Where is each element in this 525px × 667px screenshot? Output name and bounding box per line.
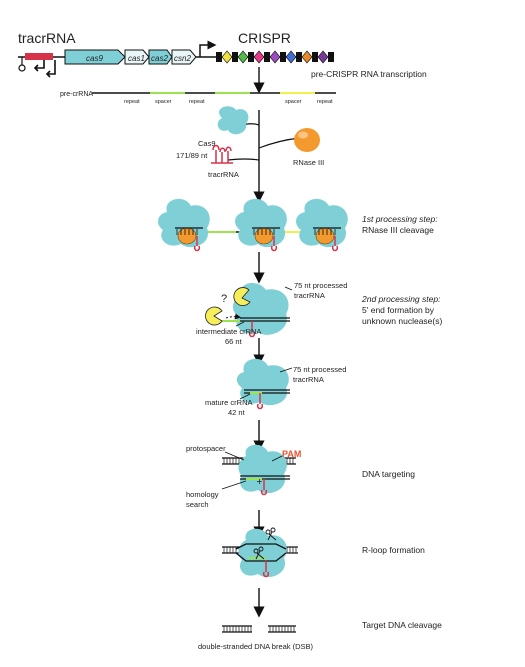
spacer-diamond bbox=[237, 50, 249, 64]
repeat-block bbox=[296, 52, 302, 62]
pre-crrna-label: pre-crRNA bbox=[60, 91, 93, 98]
cas9-gene: cas9 bbox=[64, 49, 126, 65]
cas9-complex-mature bbox=[236, 358, 290, 410]
spacer-label-2: spacer bbox=[285, 99, 302, 105]
intermediate-crrna-label: intermediate crRNA bbox=[196, 327, 261, 336]
intermediate-leader bbox=[235, 321, 245, 327]
mature-leader bbox=[239, 393, 251, 400]
step-transcription-label: pre-CRISPR RNA transcription bbox=[311, 69, 427, 79]
spacer-diamond bbox=[269, 50, 281, 64]
scissors-icon-2 bbox=[253, 546, 265, 560]
spacer-diamond bbox=[317, 50, 329, 64]
intermediate-nt-label: 66 nt bbox=[225, 337, 243, 346]
r-loop-complex bbox=[222, 528, 298, 578]
processed-tracr-leader bbox=[284, 286, 293, 291]
tracrrna-label: tracrRNA bbox=[208, 170, 239, 179]
tracr-join-line bbox=[227, 158, 260, 161]
nuclease-icon-2 bbox=[205, 306, 223, 326]
nuclease-icon-1 bbox=[233, 287, 251, 306]
repeat-block bbox=[232, 52, 238, 62]
processed-tracr-label-4: tracrRNA bbox=[293, 375, 324, 384]
promoter-arrow-icon bbox=[33, 60, 56, 78]
tracrrna-title: tracrRNA bbox=[18, 30, 76, 46]
step1-desc: RNase III cleavage bbox=[362, 225, 434, 235]
spacer-label-1: spacer bbox=[155, 99, 172, 105]
crispr-title: CRISPR bbox=[238, 30, 291, 46]
step2-title: 2nd processing step: bbox=[361, 294, 441, 304]
scissors-icon bbox=[265, 527, 277, 541]
question-mark: ? bbox=[221, 293, 227, 305]
spacer-diamond bbox=[221, 50, 233, 64]
svg-text:csn2: csn2 bbox=[174, 54, 191, 63]
nt-171-89-label: 171/89 nt bbox=[176, 151, 208, 160]
cas9-complex-2 bbox=[210, 283, 290, 338]
cas9-label: Cas9 bbox=[198, 139, 216, 148]
dsb-dna-fragments bbox=[222, 625, 296, 633]
svg-text:+: + bbox=[256, 477, 263, 486]
rnase-iii-icon bbox=[294, 128, 320, 152]
spacer-diamond bbox=[285, 50, 297, 64]
repeat-block bbox=[328, 52, 334, 62]
cas2-gene: cas2 bbox=[148, 49, 173, 65]
mature-crrna-label: mature crRNA bbox=[205, 398, 253, 407]
repeat-label-3: repeat bbox=[317, 99, 333, 105]
rnase-complex bbox=[296, 198, 348, 252]
dna-targeting-complex: + bbox=[222, 444, 296, 496]
crispr-array bbox=[216, 50, 334, 64]
dsb-label: double-stranded DNA break (DSB) bbox=[198, 642, 314, 651]
step2-desc-1: 5' end formation by bbox=[362, 305, 435, 315]
terminator-icon bbox=[18, 57, 26, 72]
repeat-label-1: repeat bbox=[124, 99, 140, 105]
homology-leader bbox=[221, 480, 247, 490]
repeat-block bbox=[312, 52, 318, 62]
rnase-join-line bbox=[258, 137, 301, 149]
repeat-block bbox=[216, 52, 222, 62]
step1-title: 1st processing step: bbox=[362, 214, 438, 224]
mature-nt-label: 42 nt bbox=[228, 408, 246, 417]
svg-text:cas9: cas9 bbox=[86, 54, 103, 63]
tracrrna-gene-bar bbox=[25, 53, 53, 60]
step-cleavage-label: Target DNA cleavage bbox=[362, 620, 442, 630]
repeat-label-2: repeat bbox=[189, 99, 205, 105]
rnase-complex bbox=[158, 198, 210, 252]
spacer-diamond bbox=[253, 50, 265, 64]
tracrrna-icon bbox=[211, 144, 233, 164]
processed-tracr-label-1: 75 nt processed bbox=[294, 281, 347, 290]
repeat-block bbox=[248, 52, 254, 62]
nuclease-action-arrow bbox=[225, 313, 241, 320]
spacer-diamond bbox=[301, 50, 313, 64]
leader-promoter-icon bbox=[199, 40, 217, 57]
step-rloop-label: R-loop formation bbox=[362, 545, 425, 555]
protospacer-label: protospacer bbox=[186, 444, 226, 453]
svg-text:cas2: cas2 bbox=[151, 54, 168, 63]
protospacer-leader bbox=[224, 451, 245, 461]
repeat-block bbox=[280, 52, 286, 62]
rnase-complex bbox=[235, 198, 287, 252]
processed-tracr-label-2: tracrRNA bbox=[294, 291, 325, 300]
rnase-processing-complexes bbox=[158, 198, 348, 252]
repeat-block bbox=[264, 52, 270, 62]
cas1-gene: cas1 bbox=[124, 49, 150, 65]
homology-label-1: homology bbox=[186, 490, 219, 499]
csn2-gene: csn2 bbox=[171, 49, 197, 65]
processed-tracr-leader-2 bbox=[279, 367, 293, 373]
pam-leader bbox=[271, 455, 283, 462]
step2-desc-2: unknown nuclease(s) bbox=[362, 316, 442, 326]
processed-tracr-label-3: 75 nt processed bbox=[293, 365, 346, 374]
cas9-protein-icon bbox=[217, 106, 249, 135]
svg-text:cas1: cas1 bbox=[128, 54, 145, 63]
homology-label-2: search bbox=[186, 500, 209, 509]
pam-label: PAM bbox=[282, 449, 301, 459]
rnase-iii-label: RNase III bbox=[293, 158, 324, 167]
step-targeting-label: DNA targeting bbox=[362, 469, 415, 479]
